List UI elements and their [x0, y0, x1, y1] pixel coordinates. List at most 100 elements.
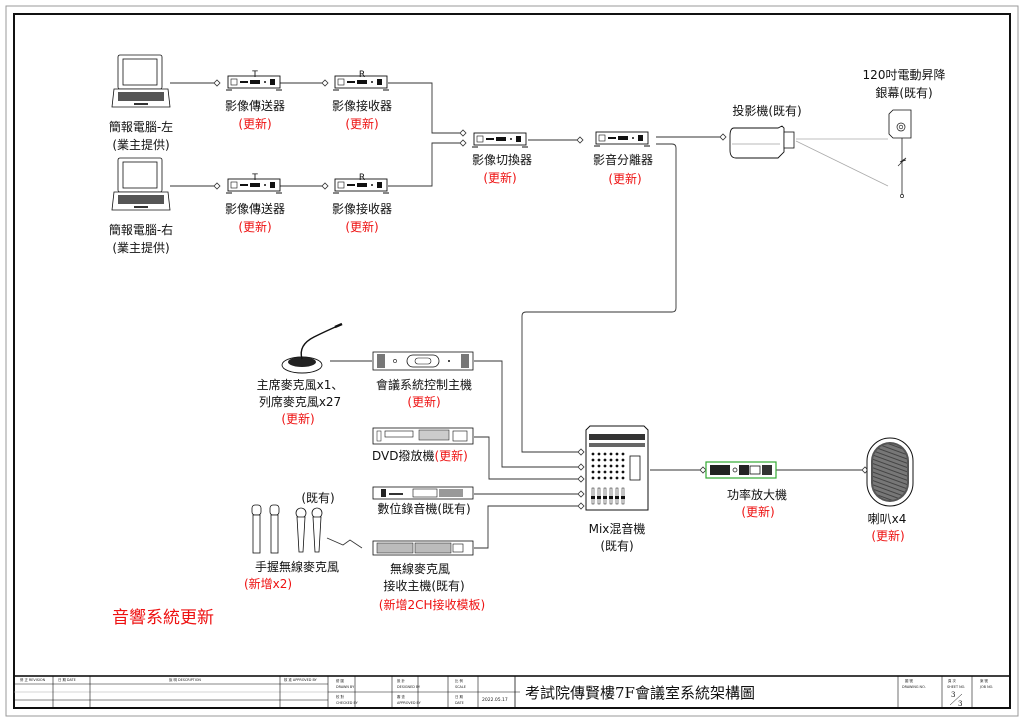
switcher-status: (更新) [483, 170, 516, 185]
scale-en: SCALE [455, 685, 466, 689]
wireless-receiver-icon [372, 540, 474, 556]
title-block: 修 正 REVISION 日 期 DATE 說 明 DESCRIPTION 核 … [13, 675, 1011, 709]
connector-point [213, 79, 221, 87]
video-switcher-icon [472, 132, 528, 148]
speaker-name: 喇叭x4 [868, 511, 907, 526]
rx-top-status: (更新) [345, 116, 378, 131]
tx-bottom-tag: T [251, 173, 258, 183]
connector-point [577, 502, 585, 510]
connector-point [577, 463, 585, 471]
switcher-name: 影像切換器 [472, 153, 532, 167]
amplifier-status: (更新) [741, 504, 774, 519]
description-header: 說 明 DESCRIPTION [169, 677, 201, 682]
revision-header: 修 正 REVISION [20, 677, 46, 682]
handheld-existing: (既有) [301, 491, 334, 505]
tx-top-tag: T [251, 70, 258, 80]
sheet-label: 頁 次 [948, 678, 956, 683]
video-transmitter-top-icon [226, 75, 282, 91]
laptop-right-icon [111, 157, 171, 211]
laptop-left-icon [111, 54, 171, 108]
dvd-label: DVD撥放機(更新) [372, 448, 468, 463]
connector-point [699, 466, 707, 474]
handheld-name: 手握無線麥克風 [255, 559, 339, 574]
conf-controller-name: 會議系統控制主機 [376, 377, 472, 392]
rx-top-tag: R [359, 70, 365, 80]
inner-frame [13, 13, 1011, 709]
splitter-name: 影音分離器 [593, 152, 653, 167]
conf-controller-status: (更新) [407, 394, 440, 409]
date-header: 日 期 DATE [58, 677, 76, 682]
conf-mic-line1: 主席麥克風x1、 [257, 377, 344, 392]
job-label: 案 號 [980, 678, 988, 683]
handheld-status: (新增x2) [244, 576, 292, 591]
speaker-status: (更新) [871, 528, 904, 543]
connector-point [321, 79, 329, 87]
connector-point [577, 448, 585, 456]
approved2-label: 審 查 [397, 694, 405, 699]
outer-frame [5, 5, 1019, 717]
drawing-no-en: DRAWING NO. [902, 685, 926, 689]
designed-label: 設 計 [397, 678, 405, 683]
av-splitter-icon [594, 131, 650, 147]
wires [170, 82, 889, 549]
wireless-receiver-line1: 無線麥克風 [390, 561, 450, 576]
drawing-no-label: 圖 號 [905, 678, 913, 683]
amplifier-name: 功率放大機 [727, 487, 787, 502]
date-value: 2022.05.17 [482, 697, 508, 703]
wireless-receiver-status: (新增2CH接收模板) [379, 597, 485, 612]
laptop-right-note: (業主提供) [112, 240, 169, 255]
conf-mic-status: (更新) [281, 411, 314, 426]
splitter-status: (更新) [608, 171, 641, 186]
checked-label: 校 對 [336, 694, 344, 699]
dvd-name: DVD撥放機 [372, 448, 434, 463]
connector-point [719, 133, 727, 141]
laptop-left-name: 簡報電腦-左 [109, 119, 173, 134]
connector-point [577, 475, 585, 483]
drawn-label: 繪 圖 [336, 678, 344, 683]
conf-mic-line2: 列席麥克風x27 [259, 394, 341, 409]
audio-labels: 主席麥克風x1、 列席麥克風x27 (更新) 會議系統控制主機 (更新) DVD… [244, 377, 906, 612]
sheet-current: 3 [951, 691, 955, 699]
connector-point [576, 136, 584, 144]
connector-point [459, 139, 467, 147]
connector-point [321, 182, 329, 190]
section-title: 音響系統更新 [112, 608, 214, 628]
projector-icon [729, 125, 795, 159]
wireless-receiver-line2: 接收主機(既有) [383, 578, 464, 593]
sheet-total: 3 [958, 700, 962, 708]
video-receiver-bottom-icon [333, 178, 389, 194]
mixer-icon [585, 425, 649, 511]
rx-top-name: 影像接收器 [332, 98, 392, 113]
tx-top-name: 影像傳送器 [225, 98, 285, 113]
designed-en: DESIGNED BY [397, 685, 421, 689]
recorder-name: 數位錄音機(既有) [377, 501, 470, 516]
connector-point [577, 490, 585, 498]
drawn-en: DRAWN BY [336, 685, 355, 689]
mixer-note: (既有) [600, 539, 633, 553]
approved-header: 核 准 APPROVED BY [284, 677, 318, 682]
screen-line2: 銀幕(既有) [875, 86, 932, 100]
connectors [213, 79, 869, 510]
mixer-name: Mix混音機 [589, 521, 646, 536]
drawing-title: 考試院傳賢樓7F會議室系統架構圖 [525, 684, 755, 702]
job-en: JOB NO. [979, 685, 993, 689]
conference-controller-icon [372, 351, 474, 371]
date2-en: DATE [455, 701, 464, 705]
video-labels: 簡報電腦-左 (業主提供) 簡報電腦-右 (業主提供) T 影像傳送器 (更新)… [109, 68, 946, 255]
video-receiver-top-icon [333, 75, 389, 91]
video-transmitter-bottom-icon [226, 178, 282, 194]
rx-bottom-status: (更新) [345, 219, 378, 234]
tx-bottom-status: (更新) [238, 219, 271, 234]
connector-point [213, 182, 221, 190]
tx-top-status: (更新) [238, 116, 271, 131]
dvd-player-icon [372, 427, 474, 445]
rx-bottom-name: 影像接收器 [332, 201, 392, 216]
sheet-en: SHEET NO. [947, 685, 965, 689]
tx-bottom-name: 影像傳送器 [225, 201, 285, 216]
scale-label: 比 例 [455, 678, 463, 683]
handheld-microphones-icon [251, 504, 323, 554]
laptop-right-name: 簡報電腦-右 [109, 222, 173, 237]
rx-bottom-tag: R [359, 173, 365, 183]
projection-screen-icon [888, 109, 912, 198]
